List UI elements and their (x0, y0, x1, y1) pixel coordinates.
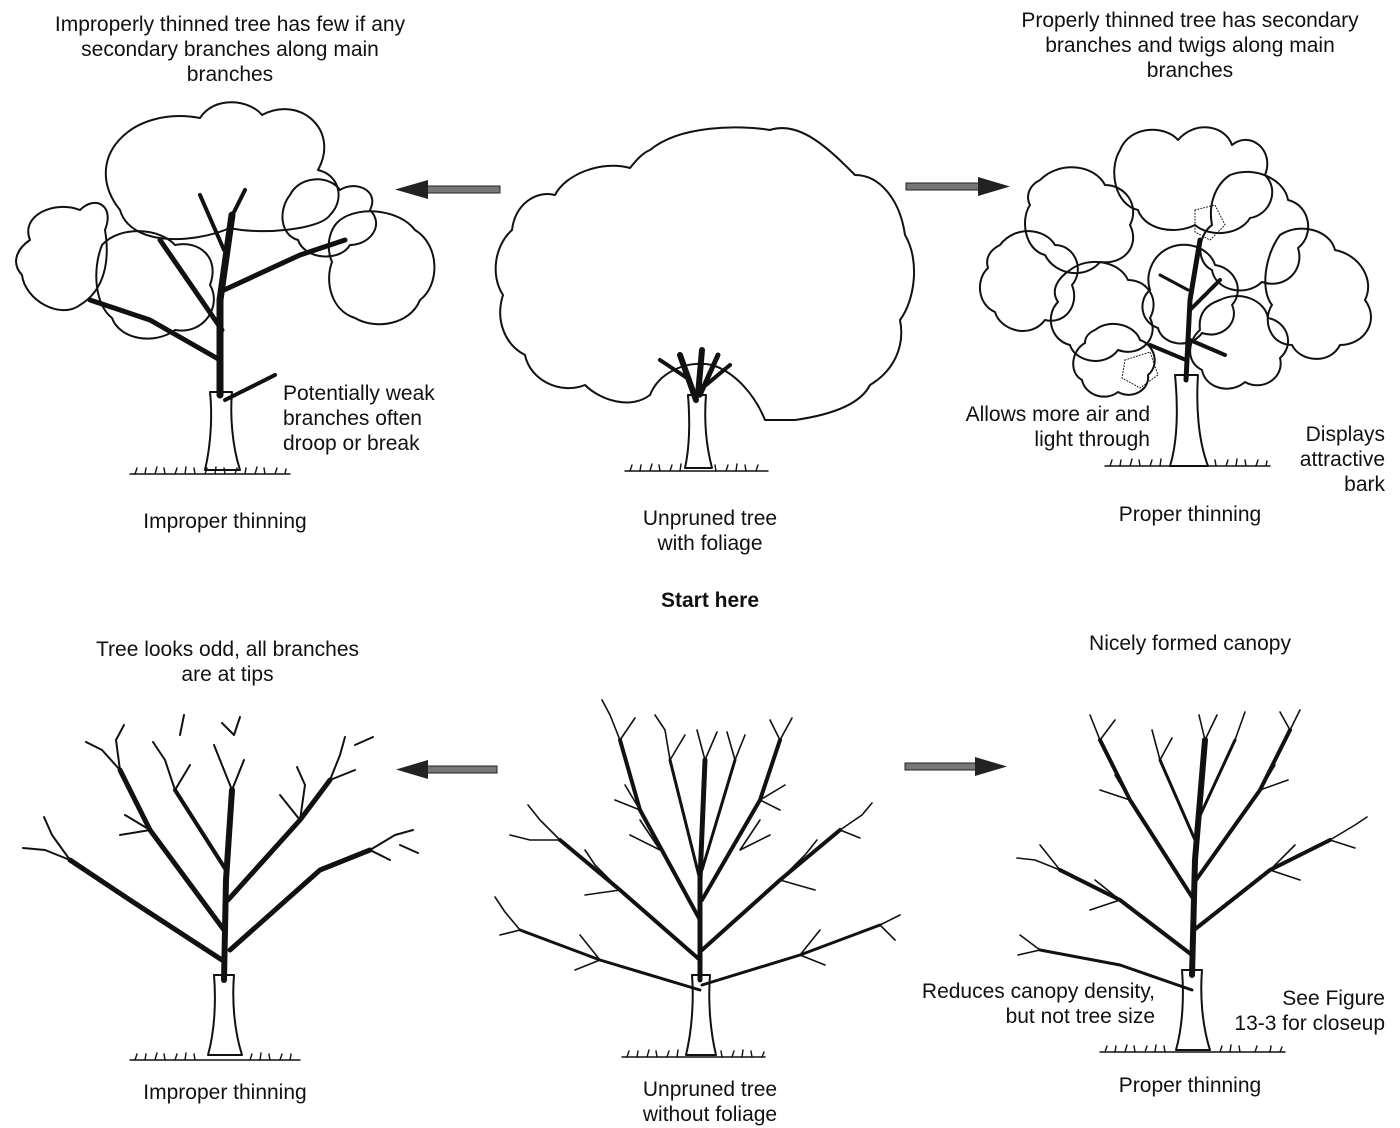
top-right-caption: Proper thinning (1118, 503, 1262, 526)
tree-top-center-unpruned-foliage (494, 126, 916, 472)
top-left-description: Improperly thinned tree has few if any s… (54, 13, 406, 86)
bottom-right-description: Nicely formed canopy (1089, 632, 1291, 655)
bottom-center-caption: Unpruned tree without foliage (642, 1078, 778, 1126)
top-center-caption: Unpruned tree with foliage (642, 507, 778, 555)
top-left-caption: Improper thinning (143, 510, 307, 533)
tree-bottom-center-unpruned-bare (494, 699, 901, 1058)
top-right-bark-note: Displays attractive bark (1299, 423, 1385, 496)
top-left-weak-branches-note: Potentially weak branches often droop or… (283, 382, 435, 455)
bottom-right-figure-reference: See Figure 13-3 for closeup (1234, 987, 1385, 1035)
start-here-label: Start here (660, 589, 760, 612)
bottom-right-caption: Proper thinning (1118, 1074, 1262, 1097)
arrow-bottom-right (904, 757, 1007, 776)
arrow-bottom-left (396, 760, 498, 779)
tree-top-right-proper-foliage (979, 126, 1372, 467)
arrow-top-right (905, 177, 1010, 196)
top-right-air-light-note: Allows more air and light through (965, 403, 1150, 451)
bottom-left-description: Tree looks odd, all branches are at tips (95, 638, 360, 686)
arrow-top-left (395, 180, 501, 199)
tree-bottom-right-proper-bare (1016, 709, 1368, 1053)
tree-top-left-improper-foliage (15, 101, 436, 475)
bottom-left-caption: Improper thinning (143, 1081, 307, 1104)
tree-bottom-left-improper-bare (22, 714, 419, 1061)
bottom-right-density-note: Reduces canopy density, but not tree siz… (921, 980, 1155, 1028)
top-right-description: Properly thinned tree has secondary bran… (1021, 9, 1359, 82)
